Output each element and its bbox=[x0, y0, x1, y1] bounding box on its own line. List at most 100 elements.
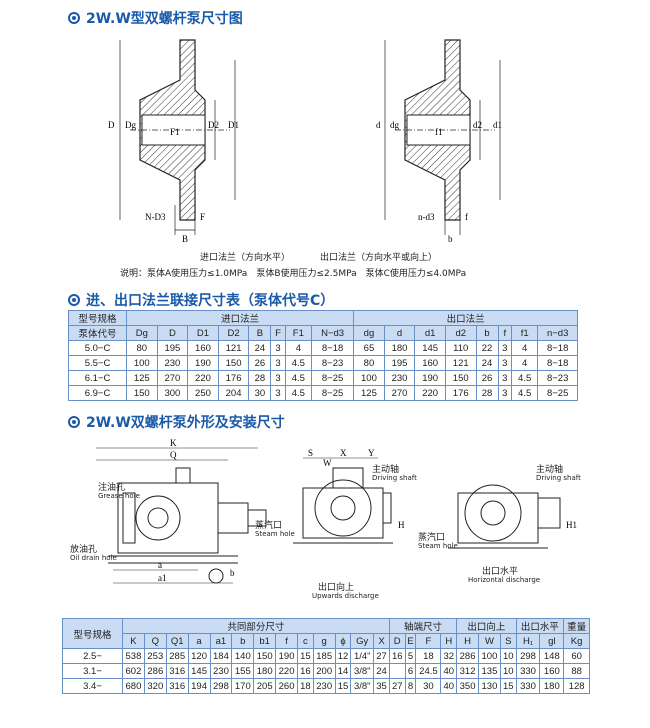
label-F1: F1 bbox=[170, 127, 180, 137]
model-cell: 5.5−C bbox=[68, 355, 127, 371]
col-header: Gy bbox=[350, 633, 375, 649]
col-header: B bbox=[248, 325, 272, 341]
label-driving-shaft-en: Driving shaft bbox=[372, 474, 417, 482]
table-cell: 128 bbox=[563, 678, 590, 694]
table-cell: 26 bbox=[248, 355, 272, 371]
label-upward-discharge: 出口向上 bbox=[318, 583, 355, 593]
table-cell: 220 bbox=[414, 385, 446, 401]
table-cell: 312 bbox=[456, 663, 480, 679]
table-cell: 16 bbox=[297, 663, 314, 679]
table-cell: 150 bbox=[444, 370, 477, 386]
table-cell: 3/8" bbox=[350, 663, 375, 679]
label-steam-hole-en: Steam hole bbox=[255, 530, 295, 538]
section-title-dimension-drawing: 2W.W型双螺杆泵尺寸图 bbox=[68, 8, 243, 28]
label-d2: d2 bbox=[473, 120, 482, 130]
table-cell: 8−23 bbox=[310, 355, 355, 371]
table-cell: 15 bbox=[334, 678, 352, 694]
table-cell: 100 bbox=[353, 370, 385, 386]
table-cell: 190 bbox=[275, 648, 298, 664]
table-cell: 16 bbox=[388, 648, 406, 664]
col-header: b bbox=[475, 325, 499, 341]
col-header: F1 bbox=[284, 325, 313, 341]
table-cell: 4 bbox=[510, 340, 539, 356]
dim-label-X: X bbox=[340, 448, 347, 458]
model-cell: 6.9−C bbox=[68, 385, 127, 401]
label-horizontal-discharge: 出口水平 bbox=[482, 567, 519, 577]
table-cell: 320 bbox=[143, 678, 167, 694]
bullet-icon bbox=[68, 294, 80, 306]
table-cell: 8−18 bbox=[537, 340, 578, 356]
table-cell: 24 bbox=[248, 340, 272, 356]
col-header: N−d3 bbox=[310, 325, 355, 341]
table-cell: 270 bbox=[156, 370, 189, 386]
label-steam-hole-2: 蒸汽口 bbox=[418, 533, 446, 543]
table-cell: 24 bbox=[373, 663, 390, 679]
table-cell: 176 bbox=[217, 370, 250, 386]
label-upward-discharge-en: Upwards discharge bbox=[312, 592, 379, 600]
table-cell: 230 bbox=[209, 663, 233, 679]
table-cell: 4.5 bbox=[284, 355, 313, 371]
table-cell: 180 bbox=[539, 678, 565, 694]
table-cell: 100 bbox=[478, 648, 501, 664]
table-cell: 8−25 bbox=[310, 370, 355, 386]
pump-side-view bbox=[96, 447, 267, 584]
group-common: 共同部分尺寸 bbox=[122, 618, 390, 634]
table-cell: 40 bbox=[440, 663, 458, 679]
table-cell: 14 bbox=[334, 663, 352, 679]
table-cell: 121 bbox=[217, 340, 250, 356]
col-header: D bbox=[156, 325, 189, 341]
table-cell: 100 bbox=[126, 355, 158, 371]
table-cell: 80 bbox=[353, 355, 385, 371]
label-f: f bbox=[465, 212, 468, 222]
label-grease-hole-en: Grease hole bbox=[98, 492, 140, 500]
col-header: E bbox=[404, 633, 417, 649]
col-header: n−d3 bbox=[537, 325, 578, 341]
col-header: b1 bbox=[253, 633, 277, 649]
table-cell bbox=[388, 663, 406, 679]
col-header: W bbox=[478, 633, 501, 649]
label-oil-drain: 放油孔 bbox=[70, 545, 98, 555]
label-driving-shaft-2-en: Driving shaft bbox=[536, 474, 581, 482]
inlet-group-header: 进口法兰 bbox=[125, 310, 355, 326]
pump-front-view-up bbox=[293, 457, 393, 544]
dim-label-Y: Y bbox=[368, 448, 375, 458]
table-cell: 65 bbox=[353, 340, 385, 356]
label-f1: f1 bbox=[435, 127, 443, 137]
section-title-text: 2W.W双螺杆泵外形及安装尺寸 bbox=[86, 415, 285, 431]
table-cell: 10 bbox=[499, 648, 517, 664]
table-cell: 250 bbox=[187, 385, 219, 401]
label-d: d bbox=[376, 120, 381, 130]
table-cell: 8−18 bbox=[310, 340, 355, 356]
table-cell: 4 bbox=[510, 355, 539, 371]
table-cell: 8−23 bbox=[537, 370, 578, 386]
table-cell: 30 bbox=[248, 385, 272, 401]
table-cell: 170 bbox=[231, 678, 255, 694]
col-header: D1 bbox=[187, 325, 219, 341]
col-header: c bbox=[297, 633, 314, 649]
table-cell: 185 bbox=[312, 648, 336, 664]
label-d1: d1 bbox=[493, 120, 502, 130]
section-title-text: 进、出口法兰联接尺寸表（泵体代号C） bbox=[86, 293, 335, 309]
table-cell: 1/4" bbox=[350, 648, 375, 664]
table-cell: 12 bbox=[334, 648, 352, 664]
table-cell: 253 bbox=[143, 648, 167, 664]
table-cell: 330 bbox=[515, 663, 541, 679]
table-cell: 3 bbox=[497, 355, 513, 371]
corner-top: 型号规格 bbox=[68, 310, 127, 326]
table-cell: 155 bbox=[231, 663, 255, 679]
col-header: H bbox=[440, 633, 458, 649]
table-cell: 121 bbox=[444, 355, 477, 371]
col-header: d2 bbox=[444, 325, 477, 341]
table-cell: 4.5 bbox=[284, 370, 313, 386]
table-cell: 200 bbox=[312, 663, 336, 679]
label-steam-hole-2-en: Steam hole bbox=[418, 542, 458, 550]
col-header: dg bbox=[353, 325, 385, 341]
table-cell: 80 bbox=[126, 340, 158, 356]
table-cell: 148 bbox=[539, 648, 565, 664]
table-cell: 3 bbox=[497, 385, 513, 401]
table-cell: 220 bbox=[187, 370, 219, 386]
table-cell: 180 bbox=[253, 663, 277, 679]
label-n-d3: n-d3 bbox=[418, 212, 435, 222]
